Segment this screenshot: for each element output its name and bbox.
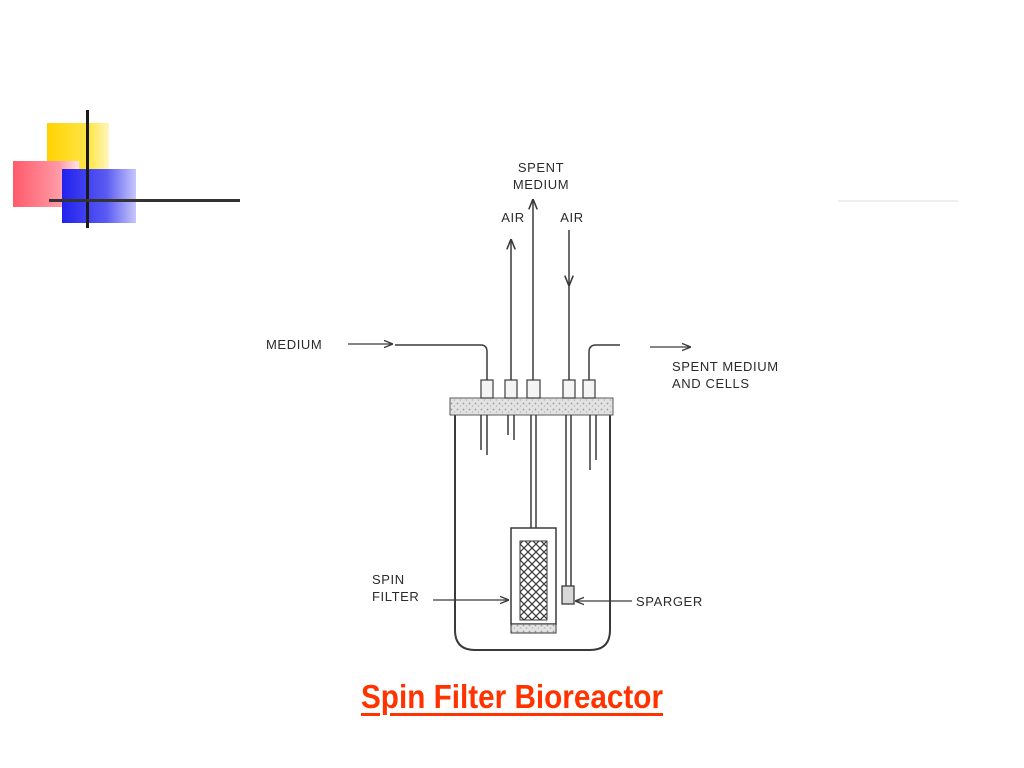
label-spin-filter-2: FILTER [372, 589, 419, 604]
label-spent-medium-2: MEDIUM [513, 177, 569, 192]
decor-vertical-line [86, 110, 89, 228]
decor-faint-line [838, 200, 958, 202]
external-tubes [395, 200, 620, 380]
head-plate [449, 397, 614, 416]
label-spin-filter-1: SPIN [372, 572, 405, 587]
internal-tubes [480, 415, 597, 586]
label-spent-medium-1: SPENT [518, 160, 564, 175]
label-air-left: AIR [501, 210, 524, 225]
decor-horizontal-line [49, 199, 240, 202]
slide-title: Spin Filter Bioreactor [360, 678, 664, 715]
decor-blue-square [62, 169, 136, 223]
head-plate-ports [480, 379, 596, 399]
vessel-wall [454, 415, 611, 651]
label-air-right: AIR [560, 210, 583, 225]
flow-arrows [348, 344, 690, 601]
label-spent-medium-cells-1: SPENT MEDIUM [672, 359, 779, 374]
spin-filter [510, 527, 557, 634]
label-sparger: SPARGER [636, 594, 703, 609]
label-spent-medium-cells-2: AND CELLS [672, 376, 750, 391]
label-medium: MEDIUM [266, 337, 322, 352]
sparger [561, 585, 575, 605]
